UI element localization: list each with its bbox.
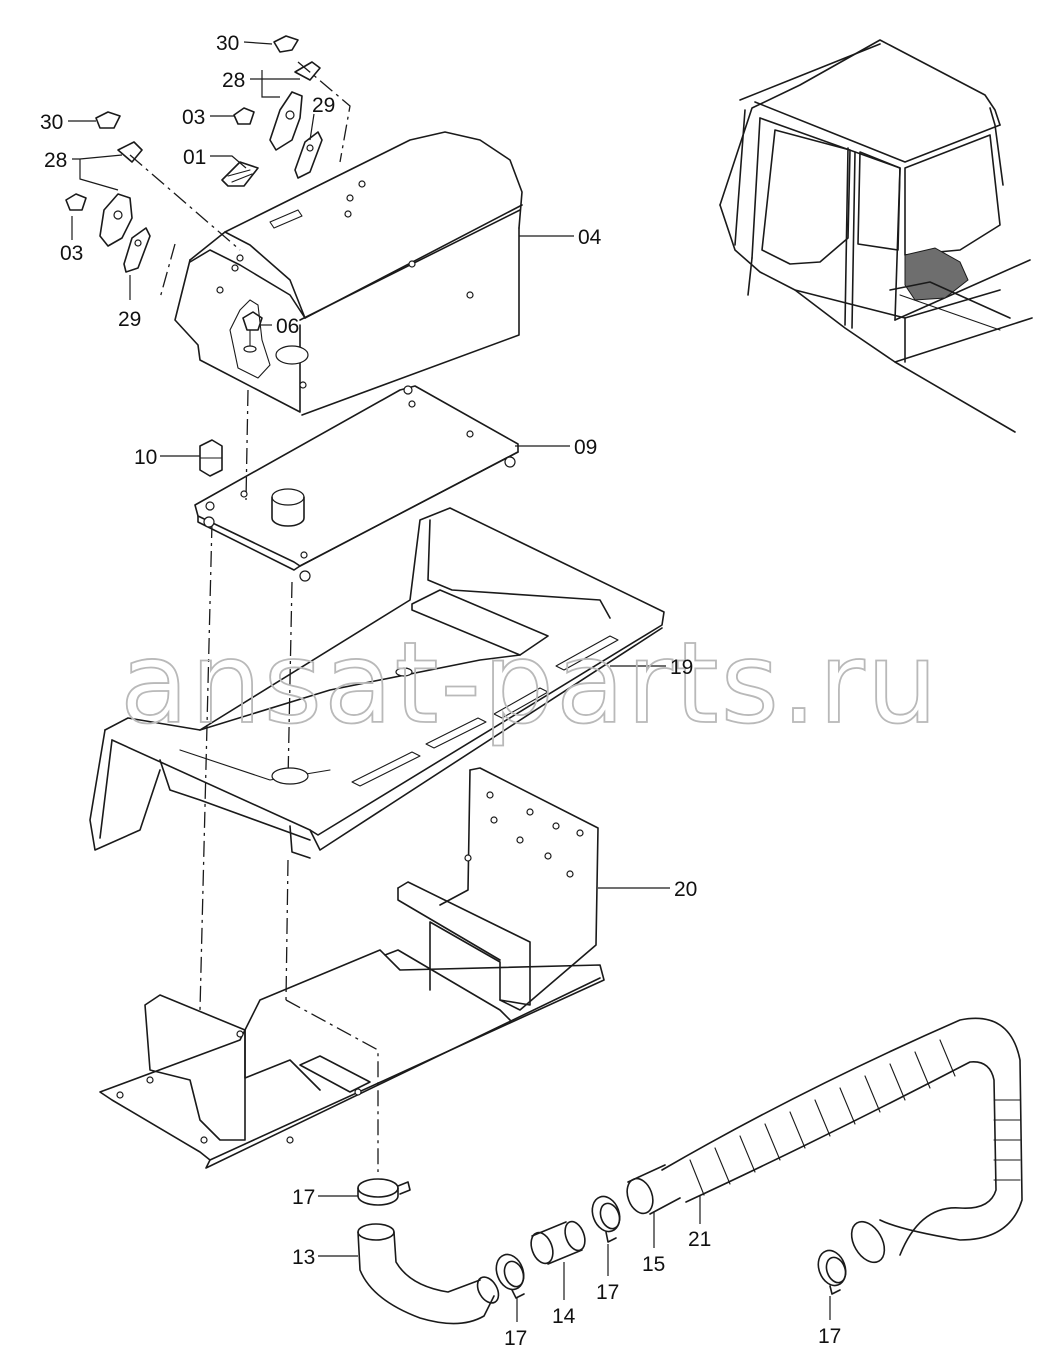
- callout-30-top: 30: [216, 32, 239, 55]
- callout-29-top: 29: [312, 94, 335, 117]
- callout-28-top: 28: [222, 69, 245, 92]
- callout-10: 10: [134, 446, 157, 469]
- callout-21: 21: [688, 1228, 711, 1251]
- callout-17-right: 17: [818, 1325, 841, 1348]
- mounting-plate: [194, 385, 519, 582]
- callout-19: 19: [670, 656, 693, 679]
- callout-labels: 30 28 03 29 01 30 28 03 29 04 06 10 09 1…: [40, 32, 841, 1350]
- callout-17-top: 17: [292, 1186, 315, 1209]
- cab-location-inset: [719, 39, 1033, 433]
- callout-01: 01: [183, 146, 206, 169]
- callout-29-left: 29: [118, 308, 141, 331]
- callout-13: 13: [292, 1246, 315, 1269]
- callout-17-mid: 17: [596, 1281, 619, 1304]
- callout-20: 20: [674, 878, 697, 901]
- cover-box: [174, 131, 523, 416]
- callout-14: 14: [552, 1305, 576, 1328]
- callout-03-left: 03: [60, 242, 83, 265]
- leader-lines: [68, 41, 831, 1322]
- callout-09: 09: [574, 436, 597, 459]
- callout-30-left: 30: [40, 111, 63, 134]
- watermark: ansat-parts.ru: [120, 619, 940, 749]
- callout-04: 04: [578, 226, 602, 249]
- hinge-parts: [65, 35, 323, 477]
- callout-03-top: 03: [182, 106, 205, 129]
- console-panel: [89, 507, 665, 859]
- callout-17-left: 17: [504, 1327, 527, 1350]
- console-stand: [99, 767, 605, 1169]
- callout-15: 15: [642, 1253, 665, 1276]
- duct-parts: [357, 1017, 1023, 1325]
- callout-28-left: 28: [44, 149, 67, 172]
- assembly-centerlines: [129, 61, 379, 1172]
- callout-06: 06: [276, 315, 299, 338]
